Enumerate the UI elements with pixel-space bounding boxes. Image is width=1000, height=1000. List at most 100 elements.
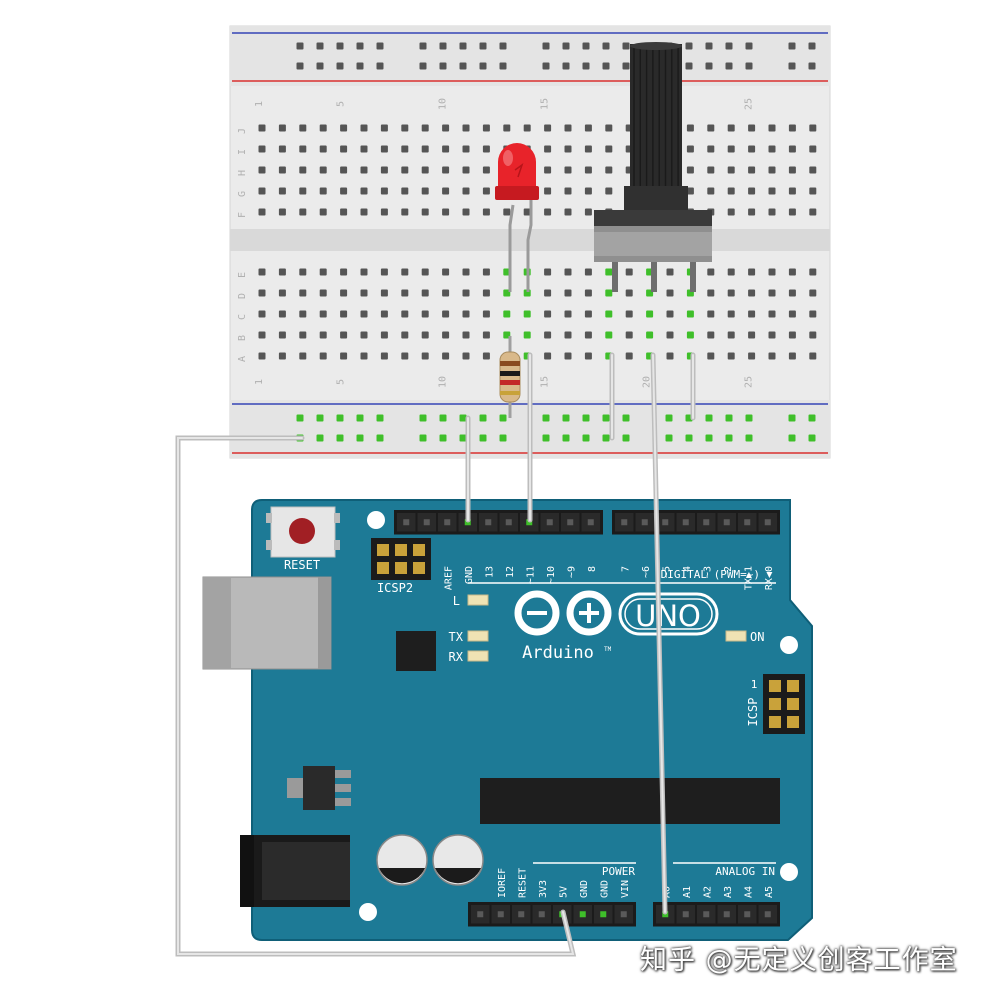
- breadboard-hole: [748, 187, 756, 195]
- breadboard-hole: [748, 124, 756, 132]
- header-pin[interactable]: [567, 519, 574, 526]
- arduino-logo-tm: TM: [604, 646, 612, 653]
- icsp2-pin[interactable]: [395, 562, 407, 574]
- breadboard-hole: [605, 145, 613, 153]
- icsp2-pin[interactable]: [377, 544, 389, 556]
- reset-button[interactable]: [266, 506, 340, 558]
- breadboard-hole: [544, 187, 552, 195]
- breadboard-hole: [685, 62, 693, 70]
- breadboard-hole: [380, 208, 388, 216]
- breadboard-hole: [258, 145, 266, 153]
- breadboard-hole: [340, 166, 348, 174]
- breadboard-hole: [666, 331, 674, 339]
- pin-headers[interactable]: [394, 510, 780, 927]
- breadboard-hole: [622, 414, 630, 422]
- header-pin[interactable]: [682, 911, 689, 918]
- header-pin[interactable]: [546, 519, 553, 526]
- breadboard-hole: [666, 289, 674, 297]
- header-pin[interactable]: [485, 519, 492, 526]
- breadboard-hole: [499, 42, 507, 50]
- header-pin[interactable]: [723, 911, 730, 918]
- breadboard-hole: [319, 289, 327, 297]
- header-pin[interactable]: [403, 519, 410, 526]
- header-pin[interactable]: [477, 911, 484, 918]
- breadboard-label: F: [237, 212, 248, 218]
- breadboard-hole: [625, 352, 633, 360]
- power-jack[interactable]: [240, 835, 350, 907]
- breadboard-label: 5: [336, 101, 347, 107]
- breadboard-hole: [745, 414, 753, 422]
- header-pin[interactable]: [744, 519, 751, 526]
- potentiometer[interactable]: [594, 42, 712, 292]
- mount-hole: [780, 636, 798, 654]
- mount-hole: [367, 511, 385, 529]
- header-pin[interactable]: [600, 911, 607, 918]
- header-pin[interactable]: [764, 911, 771, 918]
- breadboard-hole: [707, 352, 715, 360]
- icsp-pin[interactable]: [787, 680, 799, 692]
- header-pin[interactable]: [518, 911, 525, 918]
- digital-pin-label: 4: [682, 566, 693, 572]
- breadboard-hole: [544, 124, 552, 132]
- breadboard-hole: [360, 310, 368, 318]
- icsp-header[interactable]: [763, 674, 805, 734]
- breadboard-hole: [544, 145, 552, 153]
- breadboard-hole: [584, 268, 592, 276]
- usb-connector[interactable]: [202, 576, 332, 670]
- header-pin[interactable]: [744, 911, 751, 918]
- header-pin[interactable]: [641, 519, 648, 526]
- breadboard-hole: [401, 268, 409, 276]
- breadboard-hole: [360, 166, 368, 174]
- breadboard-hole: [727, 124, 735, 132]
- breadboard-hole: [768, 352, 776, 360]
- header-pin[interactable]: [620, 911, 627, 918]
- header-pin[interactable]: [444, 519, 451, 526]
- icsp-pin[interactable]: [787, 698, 799, 710]
- led-rx-label: RX: [449, 650, 464, 664]
- breadboard-hole: [401, 124, 409, 132]
- icsp-pin[interactable]: [769, 716, 781, 728]
- icsp2-header[interactable]: [371, 538, 431, 580]
- breadboard-label: B: [237, 335, 248, 341]
- breadboard-hole: [705, 62, 713, 70]
- breadboard-hole: [725, 414, 733, 422]
- breadboard-hole: [258, 289, 266, 297]
- header-pin[interactable]: [703, 911, 710, 918]
- breadboard-hole: [419, 42, 427, 50]
- power-pin-label: GND: [579, 880, 590, 898]
- breadboard-hole: [482, 310, 490, 318]
- breadboard-hole: [380, 331, 388, 339]
- breadboard-hole: [788, 310, 796, 318]
- breadboard-hole: [380, 145, 388, 153]
- header-pin[interactable]: [703, 519, 710, 526]
- header-pin[interactable]: [587, 519, 594, 526]
- header-pin[interactable]: [682, 519, 689, 526]
- icsp-pin[interactable]: [787, 716, 799, 728]
- breadboard-hole: [768, 289, 776, 297]
- breadboard-hole: [376, 414, 384, 422]
- icsp2-label: ICSP2: [377, 581, 413, 595]
- header-pin[interactable]: [621, 519, 628, 526]
- icsp2-pin[interactable]: [413, 562, 425, 574]
- header-pin[interactable]: [497, 911, 504, 918]
- icsp-pin[interactable]: [769, 680, 781, 692]
- header-pin[interactable]: [662, 519, 669, 526]
- breadboard-hole: [278, 310, 286, 318]
- header-pin[interactable]: [579, 911, 586, 918]
- breadboard-hole: [278, 208, 286, 216]
- breadboard-hole: [340, 310, 348, 318]
- breadboard-hole: [768, 310, 776, 318]
- header-pin[interactable]: [423, 519, 430, 526]
- header-pin[interactable]: [505, 519, 512, 526]
- header-pin[interactable]: [764, 519, 771, 526]
- icsp2-pin[interactable]: [395, 544, 407, 556]
- breadboard-hole: [564, 124, 572, 132]
- icsp2-pin[interactable]: [413, 544, 425, 556]
- icsp-pin[interactable]: [769, 698, 781, 710]
- mount-hole: [780, 863, 798, 881]
- icsp2-pin[interactable]: [377, 562, 389, 574]
- header-pin[interactable]: [723, 519, 730, 526]
- breadboard-hole: [788, 331, 796, 339]
- header-pin[interactable]: [538, 911, 545, 918]
